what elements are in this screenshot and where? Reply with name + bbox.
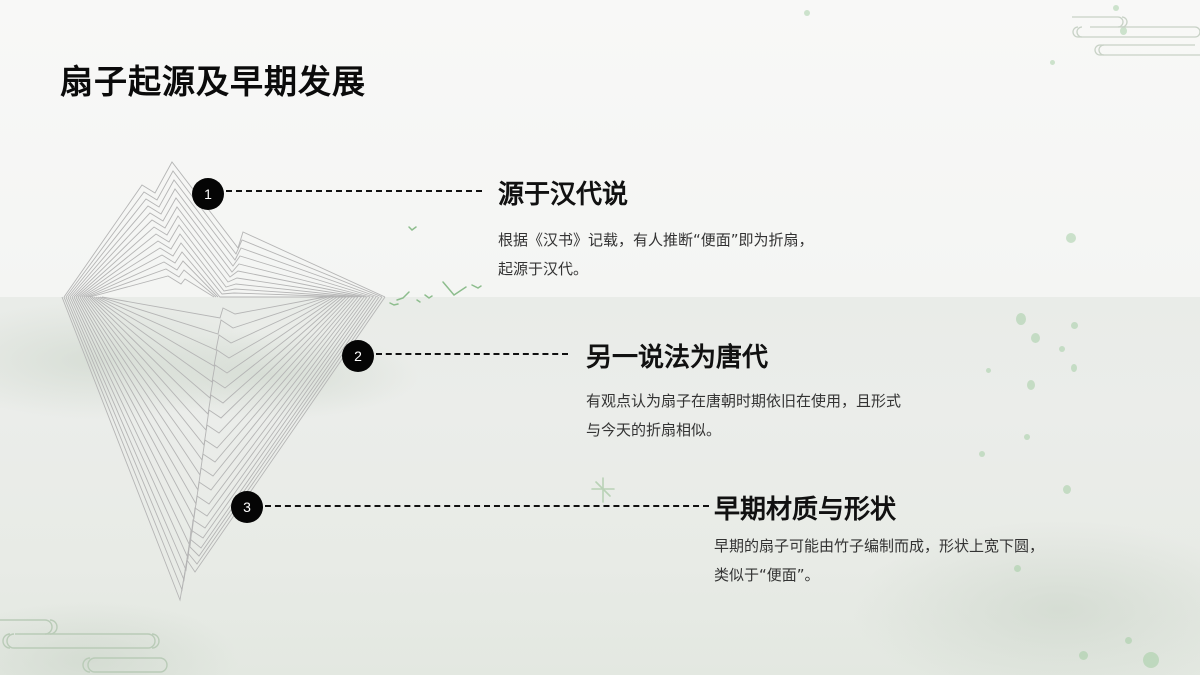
item-description-2: 有观点认为扇子在唐朝时期依旧在使用，且形式 与今天的折扇相似。 [586,387,901,445]
description-line: 早期的扇子可能由竹子编制而成，形状上宽下圆， [714,537,1045,555]
dashed-connector-3 [265,505,709,507]
badge-number: 2 [354,348,362,364]
description-line: 类似于“便面”。 [714,566,820,584]
item-title-2: 另一说法为唐代 [586,343,769,373]
item-title-1: 源于汉代说 [498,180,629,210]
cloud-top-right-icon [1072,16,1200,56]
description-line: 根据《汉书》记载，有人推断“便面”即为折扇， [498,231,814,249]
cloud-bottom-left-icon [0,619,168,673]
description-line: 与今天的折扇相似。 [586,421,722,439]
badge-number: 3 [243,499,251,515]
background-upper [0,0,1200,297]
item-title-3: 早期材质与形状 [714,495,897,525]
number-badge-3: 3 [231,491,263,523]
item-description-1: 根据《汉书》记载，有人推断“便面”即为折扇， 起源于汉代。 [498,226,814,284]
iceberg-icon [61,161,386,602]
item-description-3: 早期的扇子可能由竹子编制而成，形状上宽下圆， 类似于“便面”。 [714,532,1044,590]
dashed-connector-1 [226,190,482,192]
description-line: 有观点认为扇子在唐朝时期依旧在使用，且形式 [586,392,902,410]
flying-birds-icon [389,226,482,306]
description-line: 起源于汉代。 [498,260,589,278]
number-badge-2: 2 [342,340,374,372]
page-title: 扇子起源及早期发展 [60,62,366,101]
dashed-connector-2 [376,353,568,355]
grass-sprout-icon [591,477,615,503]
badge-number: 1 [204,186,212,202]
number-badge-1: 1 [192,178,224,210]
